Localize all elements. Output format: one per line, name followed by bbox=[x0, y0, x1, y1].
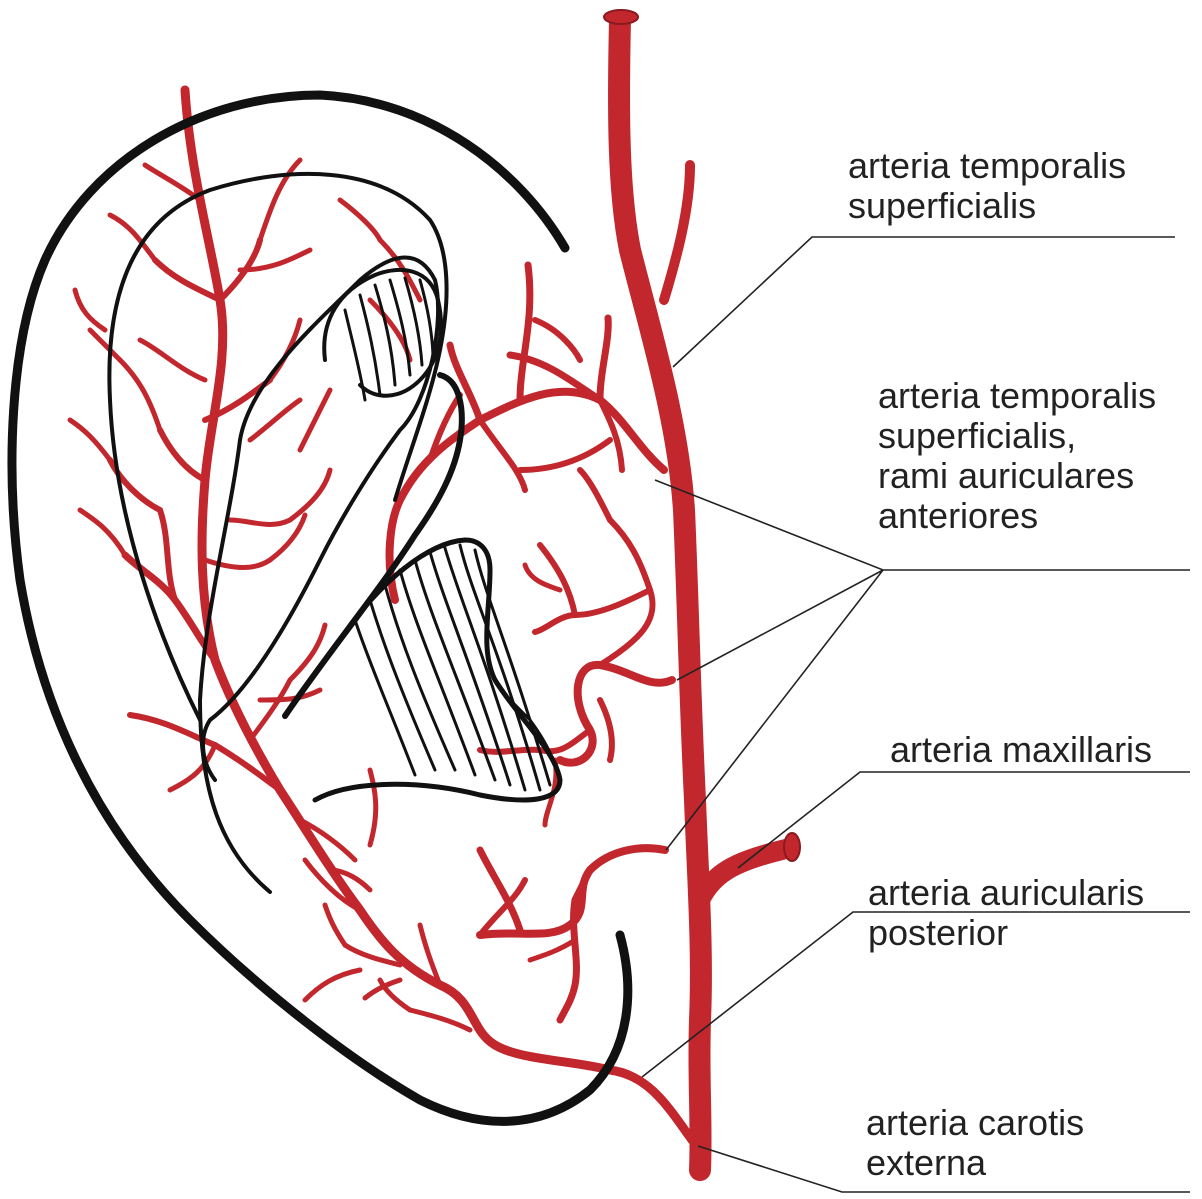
label-line: superficialis, bbox=[878, 416, 1156, 456]
maxillaris-cap bbox=[784, 833, 800, 861]
label-arteria-carotis-externa: arteria carotis externa bbox=[866, 1103, 1084, 1183]
label-line: arteria auricularis bbox=[868, 873, 1144, 913]
label-arteria-maxillaris: arteria maxillaris bbox=[890, 730, 1152, 770]
label-line: rami auriculares bbox=[878, 456, 1156, 496]
label-line: arteria carotis bbox=[866, 1103, 1084, 1143]
temporal-branch-upper bbox=[664, 165, 690, 300]
label-line: arteria maxillaris bbox=[890, 730, 1152, 770]
label-arteria-auricularis-posterior: arteria auricularis posterior bbox=[868, 873, 1144, 953]
label-line: externa bbox=[866, 1143, 1084, 1183]
leader-rami-auriculares-b bbox=[677, 570, 883, 680]
rami-middle bbox=[560, 665, 672, 763]
leader-temporalis-superficialis bbox=[673, 237, 1175, 367]
ear-outer-helix bbox=[12, 95, 628, 1121]
label-line: arteria temporalis bbox=[848, 146, 1126, 186]
label-arteria-temporalis-superficialis: arteria temporalis superficialis bbox=[848, 146, 1126, 226]
label-line: arteria temporalis bbox=[878, 376, 1156, 416]
label-line: superficialis bbox=[848, 186, 1126, 226]
leader-maxillaris bbox=[738, 772, 1190, 868]
label-line: anteriores bbox=[878, 496, 1156, 536]
concha-outline bbox=[285, 540, 560, 800]
label-line: posterior bbox=[868, 913, 1144, 953]
maxillaris-branch bbox=[700, 848, 790, 900]
label-rami-auriculares-anteriores: arteria temporalis superficialis, rami a… bbox=[878, 376, 1156, 536]
trunk-top-cap bbox=[604, 10, 638, 24]
